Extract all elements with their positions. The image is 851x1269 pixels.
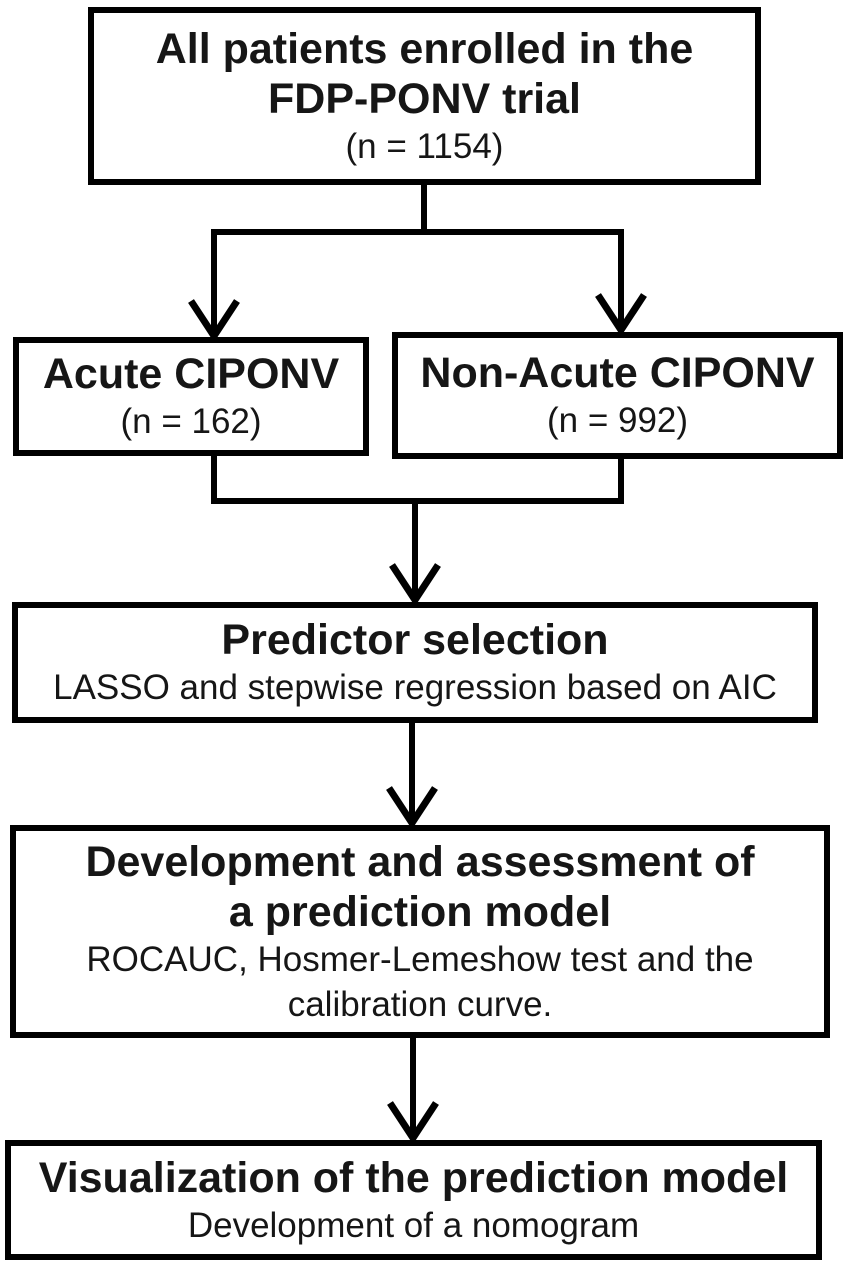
node-title: Non-Acute CIPONV [420, 349, 815, 397]
node-count: (n = 992) [546, 401, 689, 440]
node-predictor-selection: Predictor selection LASSO and stepwise r… [12, 602, 818, 723]
node-method: LASSO and stepwise regression based on A… [53, 668, 777, 707]
node-method: Development of a nomogram [187, 1205, 640, 1245]
node-all-patients: All patients enrolled in the FDP-PONV tr… [88, 7, 761, 185]
arrow-to-non-acute [595, 232, 647, 337]
node-title: FDP-PONV trial [268, 74, 581, 123]
arrow-split-stem [211, 183, 624, 235]
node-title: Visualization of the prediction model [38, 1153, 789, 1202]
node-model-development: Development and assessment of a predicti… [10, 825, 830, 1038]
arrow-to-acute [188, 232, 240, 343]
arrow-merge-to-predictor [211, 454, 624, 607]
node-title: Acute CIPONV [42, 350, 340, 398]
node-title: Development and assessment of [85, 837, 755, 886]
node-visualization: Visualization of the prediction model De… [5, 1140, 822, 1260]
node-title: Predictor selection [221, 616, 609, 664]
node-title: All patients enrolled in the [155, 24, 694, 73]
node-count: (n = 1154) [345, 126, 504, 166]
node-method: ROCAUC, Hosmer-Lemeshow test and the [86, 939, 754, 979]
node-title: a prediction model [228, 887, 612, 936]
node-method: calibration curve. [287, 984, 553, 1024]
arrow-to-visualization [387, 1036, 439, 1145]
arrow-to-development [386, 721, 438, 830]
node-count: (n = 162) [120, 402, 262, 441]
node-acute-ciponv: Acute CIPONV (n = 162) [13, 337, 369, 456]
node-non-acute-ciponv: Non-Acute CIPONV (n = 992) [392, 332, 843, 459]
